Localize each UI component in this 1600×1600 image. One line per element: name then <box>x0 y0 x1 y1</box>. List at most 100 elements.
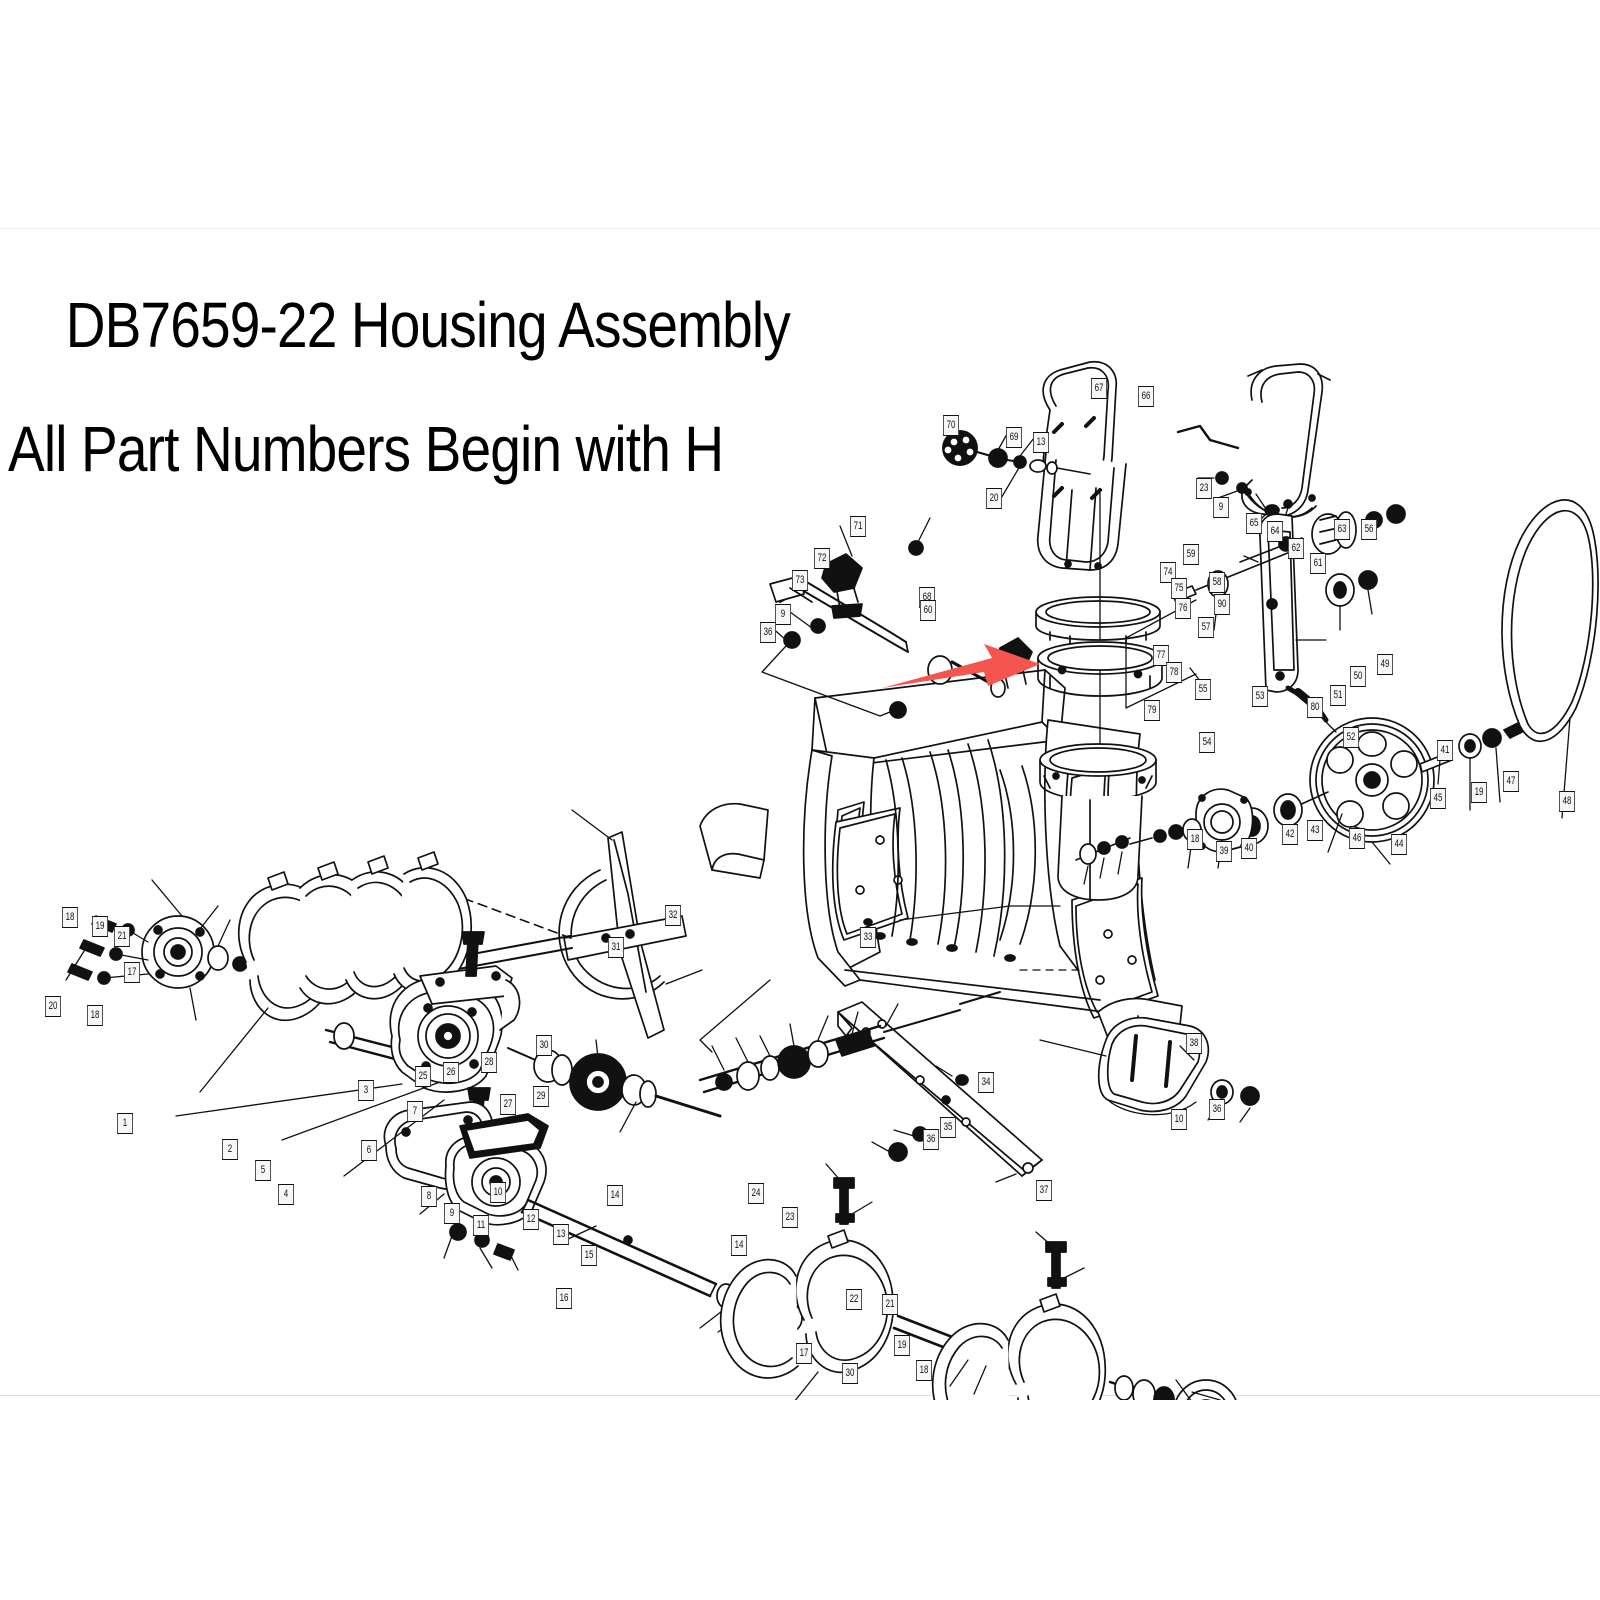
auger-gearbox <box>175 931 722 1190</box>
callout-box: 24 <box>748 1183 764 1204</box>
callout-box: 5 <box>255 1160 271 1181</box>
top-divider <box>0 228 1600 229</box>
callout-box: 6 <box>361 1140 377 1161</box>
callout-box: 49 <box>1377 654 1393 675</box>
callout-box: 65 <box>1246 513 1262 534</box>
callout-box: 26 <box>443 1062 459 1083</box>
red-arrow-annotation <box>882 644 1040 688</box>
callout-box: 58 <box>1209 572 1225 593</box>
callout-box: 9 <box>775 604 791 625</box>
callout-box: 20 <box>45 996 61 1017</box>
callout-box: 42 <box>1282 824 1298 845</box>
callout-box: 4 <box>278 1184 294 1205</box>
exploded-parts-illustration <box>0 340 1600 1400</box>
callout-box: 18 <box>916 1360 932 1381</box>
callout-box: 66 <box>1138 386 1154 407</box>
callout-box: 51 <box>1330 685 1346 706</box>
callout-box: 62 <box>1288 538 1304 559</box>
callout-box: 45 <box>1430 788 1446 809</box>
callout-box: 52 <box>1343 727 1359 748</box>
callout-box: 14 <box>607 1185 623 1206</box>
callout-box: 50 <box>1350 666 1366 687</box>
callout-box: 80 <box>1307 697 1323 718</box>
callout-box: 20 <box>986 488 1002 509</box>
left-auger <box>65 851 472 1093</box>
callout-box: 74 <box>1160 562 1176 583</box>
callout-box: 18 <box>87 1005 103 1026</box>
callout-box: 79 <box>1144 700 1160 721</box>
callout-box: 34 <box>978 1072 994 1093</box>
callout-box: 78 <box>1166 662 1182 683</box>
callout-box: 61 <box>1310 553 1326 574</box>
callout-box: 38 <box>1186 1033 1202 1054</box>
callout-box: 31 <box>608 937 624 958</box>
callout-box: 55 <box>1195 679 1211 700</box>
callout-box: 46 <box>1349 828 1365 849</box>
callout-box: 13 <box>553 1224 569 1245</box>
callout-box: 23 <box>1196 478 1212 499</box>
callout-box: 35 <box>940 1117 956 1138</box>
callout-box: 39 <box>1216 841 1232 862</box>
callout-box: 47 <box>1503 771 1519 792</box>
callout-box: 18 <box>62 907 78 928</box>
callout-box: 36 <box>1209 1099 1225 1120</box>
callout-box: 23 <box>782 1207 798 1228</box>
callout-box: 30 <box>842 1363 858 1384</box>
callout-box: 9 <box>1213 497 1229 518</box>
callout-box: 1 <box>117 1113 133 1134</box>
callout-box: 32 <box>665 905 681 926</box>
callout-box: 56 <box>1361 519 1377 540</box>
callout-box: 53 <box>1252 686 1268 707</box>
callout-box: 18 <box>1187 829 1203 850</box>
callout-box: 17 <box>796 1343 812 1364</box>
callout-box: 57 <box>1198 617 1214 638</box>
callout-box: 64 <box>1267 521 1283 542</box>
callout-box: 14 <box>731 1235 747 1256</box>
callout-box: 60 <box>920 600 936 621</box>
callout-box: 28 <box>481 1052 497 1073</box>
scraper-bar <box>837 1001 1043 1183</box>
skid-shoe <box>1039 1016 1260 1123</box>
callout-box: 36 <box>760 622 776 643</box>
callout-box: 8 <box>421 1186 437 1207</box>
callout-box: 75 <box>1171 578 1187 599</box>
chute-rotation-gear <box>942 425 1091 501</box>
callout-box: 73 <box>792 570 808 591</box>
callout-box: 77 <box>1153 645 1169 666</box>
callout-box: 10 <box>490 1182 506 1203</box>
callout-box: 21 <box>114 926 130 947</box>
callout-box: 19 <box>894 1335 910 1356</box>
callout-box: 15 <box>581 1245 597 1266</box>
callout-box: 48 <box>1559 791 1575 812</box>
right-auger-flights <box>719 1163 1237 1400</box>
callout-box: 10 <box>1171 1109 1187 1130</box>
title-line-2: All Part Numbers Begin with H <box>8 413 724 486</box>
callout-box: 54 <box>1199 732 1215 753</box>
callout-box: 63 <box>1334 519 1350 540</box>
callout-box: 76 <box>1175 598 1191 619</box>
callout-box: 12 <box>523 1209 539 1230</box>
callout-box: 21 <box>882 1294 898 1315</box>
callout-box: 59 <box>1183 544 1199 565</box>
callout-box: 37 <box>1036 1180 1052 1201</box>
callout-box: 43 <box>1307 820 1323 841</box>
callout-box: 9 <box>444 1203 460 1224</box>
callout-box: 67 <box>1091 378 1107 399</box>
callout-box: 70 <box>943 415 959 436</box>
callout-box: 19 <box>92 916 108 937</box>
callout-box: 69 <box>1006 427 1022 448</box>
callout-box: 13 <box>1033 432 1049 453</box>
callout-box: 19 <box>1471 782 1487 803</box>
callout-box: 27 <box>500 1094 516 1115</box>
chute-deflector <box>1197 363 1331 533</box>
callout-box: 71 <box>850 516 866 537</box>
callout-box: 29 <box>533 1086 549 1107</box>
callout-box: 90 <box>1214 594 1230 615</box>
auger-shaft-assembly <box>419 991 1001 1333</box>
callout-box: 22 <box>846 1289 862 1310</box>
callout-box: 33 <box>860 927 876 948</box>
page-title: DB7659-22 Housing Assembly All Part Numb… <box>8 232 791 604</box>
title-line-1: DB7659-22 Housing Assembly <box>65 289 791 362</box>
right-bearing-chain <box>1075 835 1131 885</box>
callout-box: 41 <box>1437 740 1453 761</box>
